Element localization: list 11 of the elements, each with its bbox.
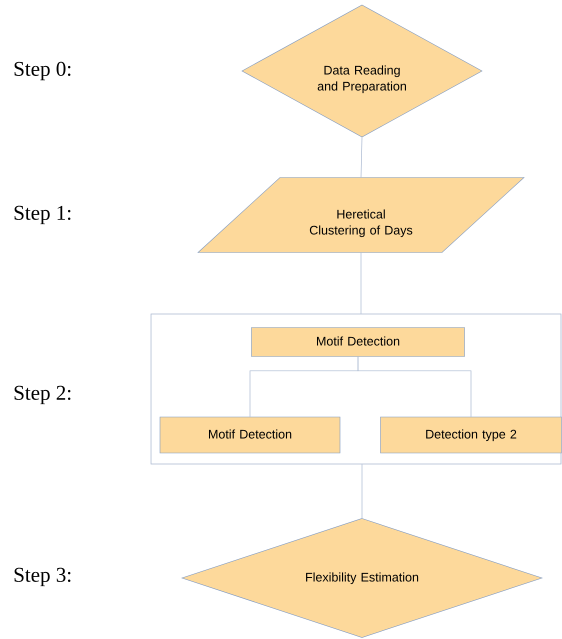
step-label: Step 0:: [14, 62, 70, 80]
connector-line: [360, 136, 362, 178]
step-label: Step 2:: [14, 386, 70, 404]
connector-line: [360, 252, 362, 314]
process-box: Motif Detection: [251, 327, 465, 357]
grouping-frame: [150, 314, 562, 464]
step-label: Step 3:: [14, 568, 70, 586]
process-box: Motif Detection: [160, 416, 340, 454]
step-label: Step 1:: [14, 206, 70, 224]
process-box: Detection type 2: [380, 416, 562, 454]
connector-line: [358, 356, 472, 418]
